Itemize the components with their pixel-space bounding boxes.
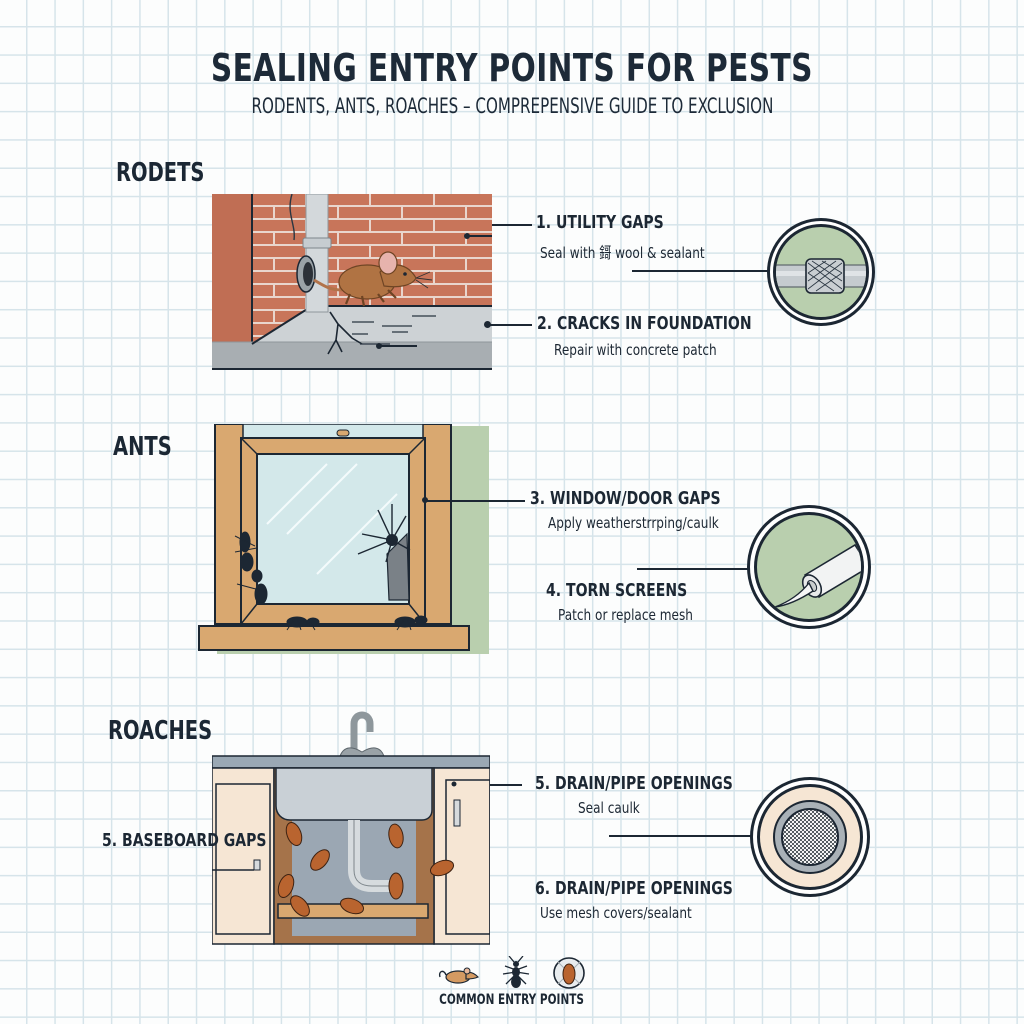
callout-title-baseboard-gaps: 5. BASEBOARD GAPS (102, 830, 267, 851)
roaches-sink-illustration (211, 710, 491, 948)
callout-desc-cracks-foundation: Repair with concrete patch (554, 341, 717, 359)
section-label-ants: ANTS (113, 432, 172, 462)
callout-title-torn-screens: 4. TORN SCREENS (546, 580, 688, 601)
caulk-tube-badge (747, 505, 871, 629)
leader-line-drain-pipe (490, 784, 522, 786)
mouse-icon (438, 967, 480, 984)
ant-icon (502, 956, 530, 988)
leader-line-window-gaps (425, 500, 525, 502)
drain-mesh-cover-icon (773, 800, 847, 874)
callout-desc-torn-screens: Patch or replace mesh (558, 606, 693, 624)
roach-icon (553, 957, 585, 989)
leader-line-foundation (490, 324, 532, 326)
sink-roaches-icon (211, 711, 491, 945)
steel-wool-pipe-icon (776, 258, 866, 294)
callout-title-drain-pipe-openings-1: 5. DRAIN/PIPE OPENINGS (535, 773, 733, 794)
leader-dot-foundation (484, 321, 491, 328)
leader-line-badge-2 (637, 568, 749, 570)
caulk-tube-icon (774, 543, 861, 608)
leader-line-utility-gaps (492, 224, 532, 226)
callout-desc-utility-gaps: Seal with 鎶 wool & sealant (540, 244, 705, 262)
section-label-roaches: ROACHES (108, 716, 213, 746)
page-title: SEALING ENTRY POINTS FOR PESTS (211, 46, 813, 90)
callout-desc-window-door-gaps: Apply weatherstrrping/caulk (548, 514, 719, 532)
ants-window-illustration (197, 423, 489, 662)
leader-line-badge-1 (632, 270, 768, 272)
callout-desc-drain-pipe-openings-2: Use mesh covers/sealant (540, 904, 692, 922)
callout-title-window-door-gaps: 3. WINDOW/DOOR GAPS (530, 488, 721, 509)
page-subtitle: RODENTS, ANTS, ROACHES – COMPREPENSIVE G… (251, 94, 773, 118)
mouse-brick-wall-icon (212, 193, 492, 370)
callout-title-cracks-foundation: 2. CRACKS IN FOUNDATION (537, 313, 752, 334)
callout-title-drain-pipe-openings-2: 6. DRAIN/PIPE OPENINGS (535, 878, 733, 899)
section-label-rodents: RODETS (116, 158, 205, 188)
leader-line-badge-3 (609, 835, 751, 837)
steel-wool-badge (767, 218, 875, 326)
rodent-illustration (212, 193, 492, 370)
drain-mesh-badge (750, 777, 870, 897)
callout-title-utility-gaps: 1. UTILITY GAPS (536, 212, 664, 233)
footer-icons (436, 955, 586, 991)
callout-desc-drain-pipe-openings-1: Seal caulk (578, 799, 640, 817)
footer-label: COMMON ENTRY POINTS (439, 992, 585, 1008)
window-ants-icon (198, 423, 489, 654)
